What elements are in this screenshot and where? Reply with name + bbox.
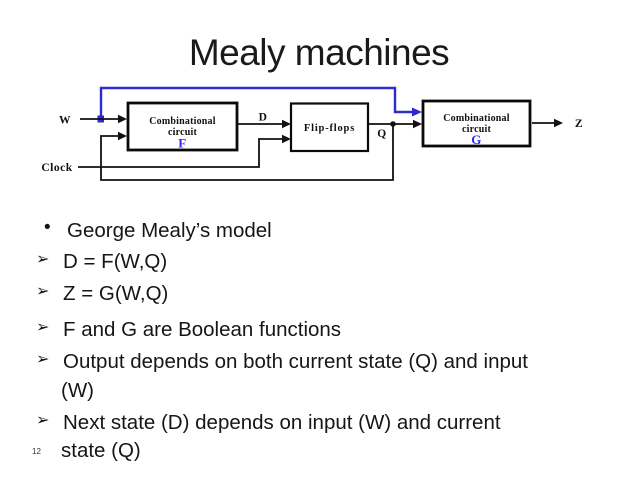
bullet-text-wrap: (W) (61, 379, 95, 402)
f-box-label-line1: Combinational (149, 116, 216, 127)
signal-label-clock: Clock (41, 162, 72, 174)
w-arrowhead-into-f (118, 114, 127, 124)
signal-label-d: D (259, 112, 268, 124)
g-box-label-line2: circuit (462, 124, 491, 135)
blue-arrowhead-into-g (412, 107, 422, 117)
slide-number: 12 (32, 447, 41, 456)
list-item: ➢ Z = G(W,Q) (0, 282, 638, 312)
arrow-bullet-marker: ➢ (36, 412, 50, 429)
bullet-text: D = F(W,Q) (63, 250, 168, 273)
list-item: ➢ D = F(W,Q) (0, 250, 638, 280)
list-item-continuation: state (Q) (0, 439, 638, 469)
combinational-circuit-f-box (126, 101, 239, 152)
z-arrowhead (554, 118, 563, 128)
signal-label-q: Q (377, 128, 386, 140)
bullet-text: Output depends on both current state (Q)… (63, 350, 528, 373)
mealy-circuit-diagram: Combinational circuit F Flip-flops Combi… (41, 86, 583, 181)
list-item: ➢ Next state (D) depends on input (W) an… (0, 411, 638, 441)
list-item: ➢ Output depends on both current state (… (0, 350, 638, 380)
f-function-letter: F (178, 136, 186, 151)
q-feedback-wire (100, 124, 394, 181)
bullet-text: Next state (D) depends on input (W) and … (63, 411, 501, 434)
bullet-dot-marker: • (44, 217, 51, 238)
arrow-bullet-marker: ➢ (36, 319, 50, 336)
clock-arrowhead-into-flipflops (282, 134, 291, 144)
arrow-bullet-marker: ➢ (36, 351, 50, 368)
f-box-label-line2: circuit (168, 127, 197, 138)
combinational-circuit-g-box (421, 99, 532, 148)
bullet-text: Z = G(W,Q) (63, 282, 169, 305)
list-item: ➢ F and G are Boolean functions (0, 318, 638, 348)
signal-label-z: Z (575, 118, 583, 130)
arrow-bullet-marker: ➢ (36, 283, 50, 300)
bullet-text: F and G are Boolean functions (63, 318, 342, 341)
d-arrowhead-into-flipflops (282, 119, 291, 129)
flip-flops-label: Flip-flops (304, 123, 355, 134)
flip-flops-box (289, 102, 370, 153)
bullet-text: George Mealy’s model (67, 219, 272, 242)
q-arrowhead-into-g (413, 119, 422, 129)
arrow-bullet-marker: ➢ (36, 251, 50, 268)
clock-wire (78, 138, 284, 168)
page-title: Mealy machines (188, 32, 450, 73)
bullet-text-wrap: state (Q) (61, 439, 141, 462)
g-box-label-line1: Combinational (443, 113, 510, 124)
signal-label-w: W (59, 115, 71, 127)
list-item: • George Mealy’s model (0, 217, 638, 249)
g-function-letter: G (471, 132, 482, 147)
blue-feedforward-wire (99, 86, 414, 121)
feedback-arrowhead-into-f (118, 131, 127, 141)
list-item-continuation: (W) (0, 379, 638, 409)
